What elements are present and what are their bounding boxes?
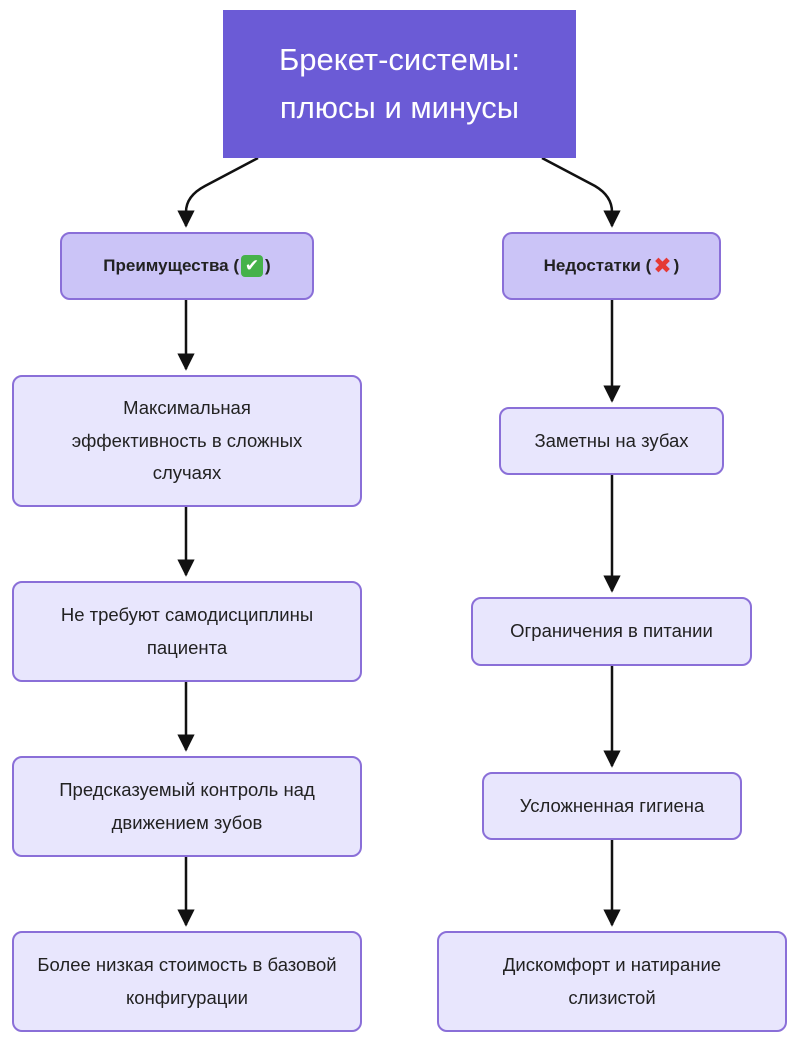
- con-item-2-label: Ограничения в питании: [510, 620, 713, 642]
- con-item-1-label: Заметны на зубах: [534, 429, 689, 451]
- con-item-3-label: Усложненная гигиена: [519, 794, 705, 816]
- title-line-2: плюсы и минусы: [279, 90, 520, 125]
- pro-item-3: Предсказуемый контроль над движением зуб…: [12, 756, 362, 857]
- cross-mark-icon: ✖: [653, 253, 672, 278]
- pro-item-3-label: Предсказуемый контроль над движением зуб…: [59, 779, 315, 833]
- cons-heading-node: Недостатки (✖): [502, 232, 721, 300]
- pros-heading-label: Преимущества: [103, 256, 229, 276]
- con-item-1: Заметны на зубах: [499, 407, 724, 475]
- pro-item-1-label: Максимальная эффективность в сложных слу…: [71, 397, 303, 484]
- title-line-1: Брекет-системы:: [278, 41, 521, 77]
- con-item-4-label: Дискомфорт и натирание слизистой: [502, 954, 722, 1008]
- con-item-3: Усложненная гигиена: [482, 772, 742, 840]
- pro-item-2: Не требуют самодисциплины пациента: [12, 581, 362, 682]
- pros-heading-node: Преимущества (✔): [60, 232, 314, 300]
- con-item-4: Дискомфорт и натирание слизистой: [437, 931, 787, 1032]
- con-item-2: Ограничения в питании: [471, 597, 752, 666]
- edge-title-to-cons: [541, 156, 621, 228]
- pro-item-2-label: Не требуют самодисциплины пациента: [60, 604, 314, 658]
- pro-item-4: Более низкая стоимость в базовой конфигу…: [12, 931, 362, 1032]
- pro-item-1: Максимальная эффективность в сложных слу…: [12, 375, 362, 507]
- cons-heading-label: Недостатки: [543, 256, 641, 276]
- check-mark-icon: ✔: [241, 255, 264, 277]
- edge-title-to-pros: [177, 156, 259, 228]
- pro-item-4-label: Более низкая стоимость в базовой конфигу…: [37, 954, 337, 1008]
- title-node: Брекет-системы: плюсы и минусы: [223, 10, 576, 158]
